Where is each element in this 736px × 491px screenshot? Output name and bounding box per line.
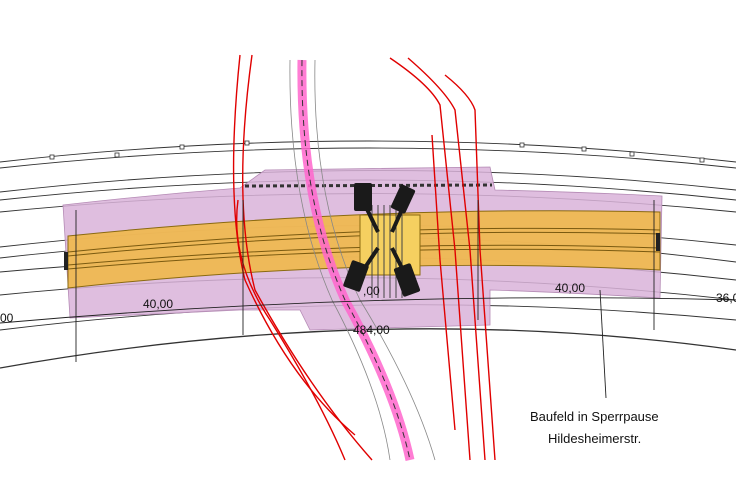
dim-right-segment: 40,00 [555, 281, 585, 295]
dimension-lines [0, 200, 736, 399]
barrier-row [244, 183, 493, 188]
track-ends [64, 233, 660, 270]
rail-corridor [289, 59, 436, 461]
crane-pad-top-left [354, 183, 372, 211]
dim-center-segment: ,00 [363, 284, 380, 298]
crossing-planks [359, 205, 421, 298]
annotation-line-1: Baufeld in Sperrpause [530, 409, 659, 424]
dim-left-segment: 40,00 [143, 297, 173, 311]
dim-right-cut: 36,0 [716, 291, 736, 305]
dim-station: 484,00 [353, 323, 390, 337]
dim-left-cut: 00 [0, 311, 14, 325]
cable-lines [232, 54, 496, 461]
crane-pad-top-right [390, 184, 416, 214]
fence-posts [49, 140, 705, 163]
crane-pad-bottom-right [393, 263, 421, 297]
annotation-line-2: Hildesheimerstr. [548, 431, 641, 446]
crane-outriggers [343, 183, 421, 297]
